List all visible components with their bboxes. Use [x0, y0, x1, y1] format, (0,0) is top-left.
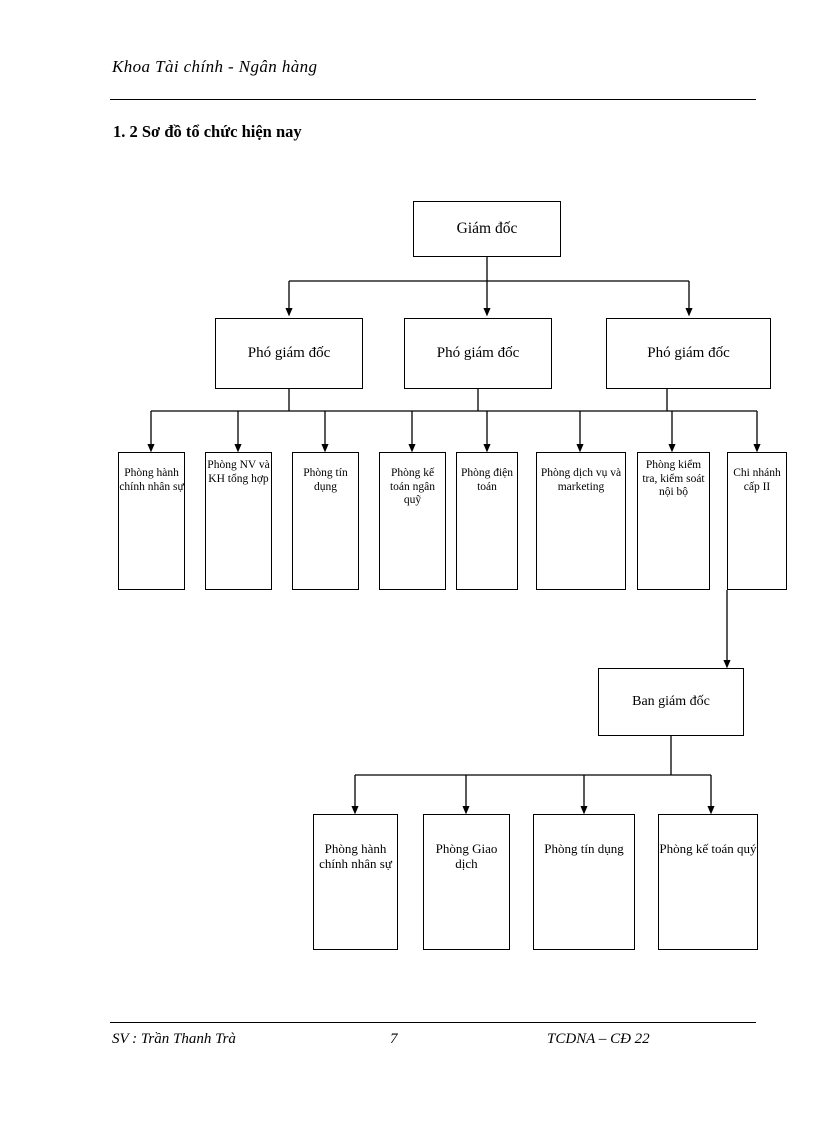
org-node-label: Phó giám đốc: [247, 344, 331, 361]
org-node-pho-giam-doc-1[interactable]: Phó giám đốc: [215, 318, 363, 389]
org-node-phong-tin-dung-2[interactable]: Phòng tín dụng: [533, 814, 635, 950]
org-node-phong-giao-dich[interactable]: Phòng Giao dịch: [423, 814, 510, 950]
org-node-pho-giam-doc-3[interactable]: Phó giám đốc: [606, 318, 771, 389]
org-node-phong-tin-dung[interactable]: Phòng tín dụng: [292, 452, 359, 590]
org-node-chi-nhanh-cap-ii[interactable]: Chi nhánh cấp II: [727, 452, 787, 590]
org-node-label: Phòng tín dụng: [303, 467, 348, 493]
org-chart: Giám đốc Phó giám đốc Phó giám đốc Phó g…: [118, 201, 787, 950]
header-divider: [110, 99, 756, 100]
org-node-phong-nv-kh-tong-hop[interactable]: Phòng NV và KH tổng hợp: [205, 452, 272, 590]
footer-page-number: 7: [390, 1031, 398, 1047]
org-node-giam-doc[interactable]: Giám đốc: [413, 201, 561, 257]
org-node-label: Phòng dịch vụ và marketing: [540, 467, 622, 493]
org-node-label: Ban giám đốc: [632, 693, 710, 709]
org-node-label: Phó giám đốc: [436, 344, 520, 361]
org-node-label: Phòng kiểm tra, kiểm soát nội bộ: [642, 459, 705, 499]
org-node-phong-ke-toan-ngan-quy[interactable]: Phòng kế toán ngân quỹ: [379, 452, 446, 590]
org-node-label: Phòng Giao dịch: [435, 841, 498, 872]
org-node-phong-hanh-chinh-nhan-su[interactable]: Phòng hành chính nhân sự: [118, 452, 185, 590]
org-node-phong-dien-toan[interactable]: Phòng điện toán: [456, 452, 518, 590]
org-node-label: Chi nhánh cấp II: [733, 467, 781, 493]
org-node-pho-giam-doc-2[interactable]: Phó giám đốc: [404, 318, 552, 389]
org-node-label: Phòng NV và KH tổng hợp: [207, 459, 270, 485]
page-title: 1. 2 Sơ đồ tổ chức hiện nay: [113, 122, 302, 141]
org-node-label: Phòng hành chính nhân sự: [119, 467, 184, 493]
org-node-label: Giám đốc: [456, 219, 518, 237]
org-node-phong-dich-vu-marketing[interactable]: Phòng dịch vụ và marketing: [536, 452, 626, 590]
footer-student-name: SV : Trần Thanh Trà: [112, 1031, 236, 1047]
org-node-label: Phòng kế toán quý: [659, 841, 757, 856]
org-node-phong-kiem-tra-kiem-soat-noi-bo[interactable]: Phòng kiểm tra, kiểm soát nội bộ: [637, 452, 710, 590]
org-node-label: Phòng hành chính nhân sự: [319, 841, 392, 872]
org-node-label: Phòng tín dụng: [544, 841, 624, 856]
org-node-label: Phòng điện toán: [460, 467, 514, 493]
footer-course-code: TCDNA – CĐ 22: [547, 1031, 650, 1047]
org-node-label: Phòng kế toán ngân quỹ: [389, 467, 436, 507]
org-node-label: Phó giám đốc: [647, 344, 730, 361]
org-node-phong-hanh-chinh-nhan-su-2[interactable]: Phòng hành chính nhân sự: [313, 814, 398, 950]
footer-divider: [110, 1022, 756, 1023]
page-header-faculty: Khoa Tài chính - Ngân hàng: [112, 57, 318, 76]
org-node-ban-giam-doc[interactable]: Ban giám đốc: [598, 668, 744, 736]
org-node-phong-ke-toan-quy[interactable]: Phòng kế toán quý: [658, 814, 758, 950]
